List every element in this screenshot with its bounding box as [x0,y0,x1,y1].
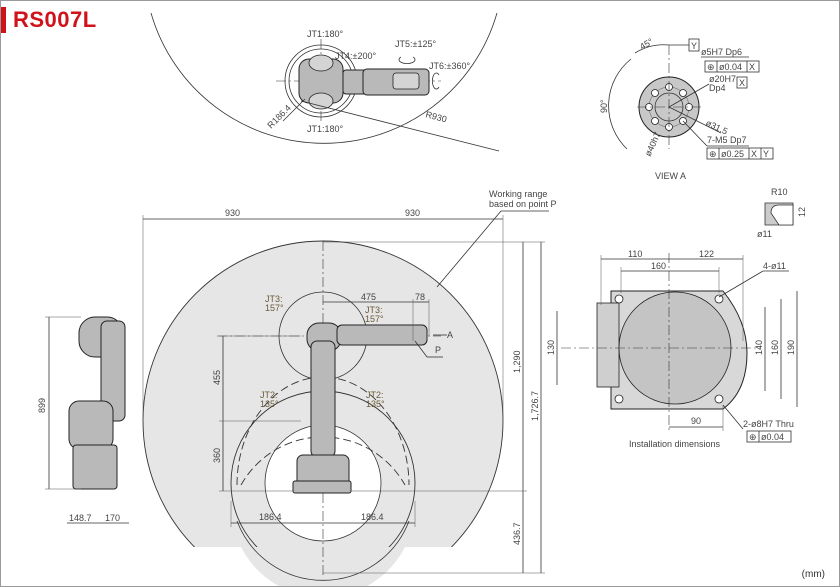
title-accent-bar [1,7,6,33]
side-height: 899 [37,398,47,413]
r186-label: R186.4 [265,103,293,131]
offset-right: 186.4 [361,512,384,522]
upper-arm [310,340,336,458]
dim-122: 122 [699,249,714,259]
side-w2: 170 [105,513,120,523]
detail-12: 12 [797,207,807,217]
mount-holes: 4-ø11 [763,261,786,271]
installation-label: Installation dimensions [629,439,721,449]
dim-90: 90 [691,416,701,426]
hole2-depth: Dp4 [709,83,726,93]
pin-tolerance: ø0.04 [761,432,784,442]
dim-160v: 160 [770,340,780,355]
working-range-sublabel: based on point P [489,199,557,209]
view-a-label: VIEW A [655,171,686,181]
working-range-label: Working range [489,189,547,199]
tol2-ref1: X [751,149,757,159]
tol2-ref2: Y [763,149,769,159]
right-reach: 930 [405,208,420,218]
position-tolerance-icon: ⊕ [749,432,757,442]
hole1-spec: ø5H7 Dp6 [701,47,742,57]
pcd-label: ø31.5 [704,118,729,137]
dim-130: 130 [546,340,556,355]
jt2-right-label: JT2: [366,390,384,400]
unit-label: (mm) [801,569,825,580]
upper-range: 1,290 [512,350,522,373]
hole-detail: R10 12 ø11 [757,187,807,239]
hole2-ref: X [739,78,745,88]
forearm [336,324,428,346]
left-reach: 930 [225,208,240,218]
jt3-right-label: JT3: [365,305,383,315]
tol2: ø0.25 [721,149,744,159]
top-working-range-arc [150,12,498,144]
top-view: JT1:180° JT1:180° JT4:±200° JT5:±125° JT… [150,12,500,152]
r930-leader [300,100,500,152]
jt6-rotation-icon [431,72,440,90]
dim-140: 140 [754,340,764,355]
jt2-right-value: 135° [366,399,385,409]
lower-range: 436.7 [512,522,522,545]
thread-spec: 7-M5 Dp7 [707,135,747,145]
tol1-ref: X [749,62,755,72]
main-view: Working range based on point P 930 930 4… [141,189,557,586]
total-range: 1,726.7 [530,391,540,421]
jt6-label: JT6:±360° [429,61,470,71]
detail-r10: R10 [771,187,788,197]
pin-holes: 2-ø8H7 Thru [743,419,794,429]
detail-d11: ø11 [757,229,772,239]
model-title: RS007L [13,7,97,32]
offset-left: 186.4 [259,512,282,522]
side-view: 899 148.7 170 [37,316,129,524]
upper-arm-length: 455 [212,370,222,385]
view-a: Y 45° 90° ø5H7 Dp6 ⊕ ø0.04 X ø20H7 Dp4 X… [599,36,774,181]
outer-diameter: ø40h7 [643,130,663,157]
jt1-bottom-label: JT1:180° [307,124,344,134]
forearm-length: 475 [361,292,376,302]
wrist-length: 78 [415,292,425,302]
side-w1: 148.7 [69,513,92,523]
jt2-left-value: 135° [260,399,279,409]
jt2-left-label: JT2: [260,390,278,400]
tol1: ø0.04 [719,62,742,72]
jt3-left-label: JT3: [265,294,283,304]
jt1-top-label: JT1:180° [307,29,344,39]
installation-view: 110 122 160 4-ø11 140 160 190 130 90 2-ø… [546,249,798,449]
dim-110: 110 [628,249,642,259]
dim-160: 160 [651,261,666,271]
angle-90: 90° [599,99,609,113]
jt5-label: JT5:±125° [395,39,436,49]
jt3-right-value: 157° [365,314,384,324]
hole2-spec: ø20H7 [709,74,736,84]
position-tolerance-icon: ⊕ [709,149,717,159]
position-tolerance-icon: ⊕ [707,62,715,72]
jt5-rotation-icon [398,56,416,65]
jt4-label: JT4:±200° [335,51,376,61]
point-p: P [435,345,441,355]
jt3-left-value: 157° [265,303,284,313]
r930-label: R930 [424,109,447,124]
view-a-arrow: A [447,330,453,340]
datum-y: Y [691,41,697,51]
angle-45: 45° [638,36,655,52]
base-height: 360 [212,448,222,463]
dim-190: 190 [786,340,796,355]
